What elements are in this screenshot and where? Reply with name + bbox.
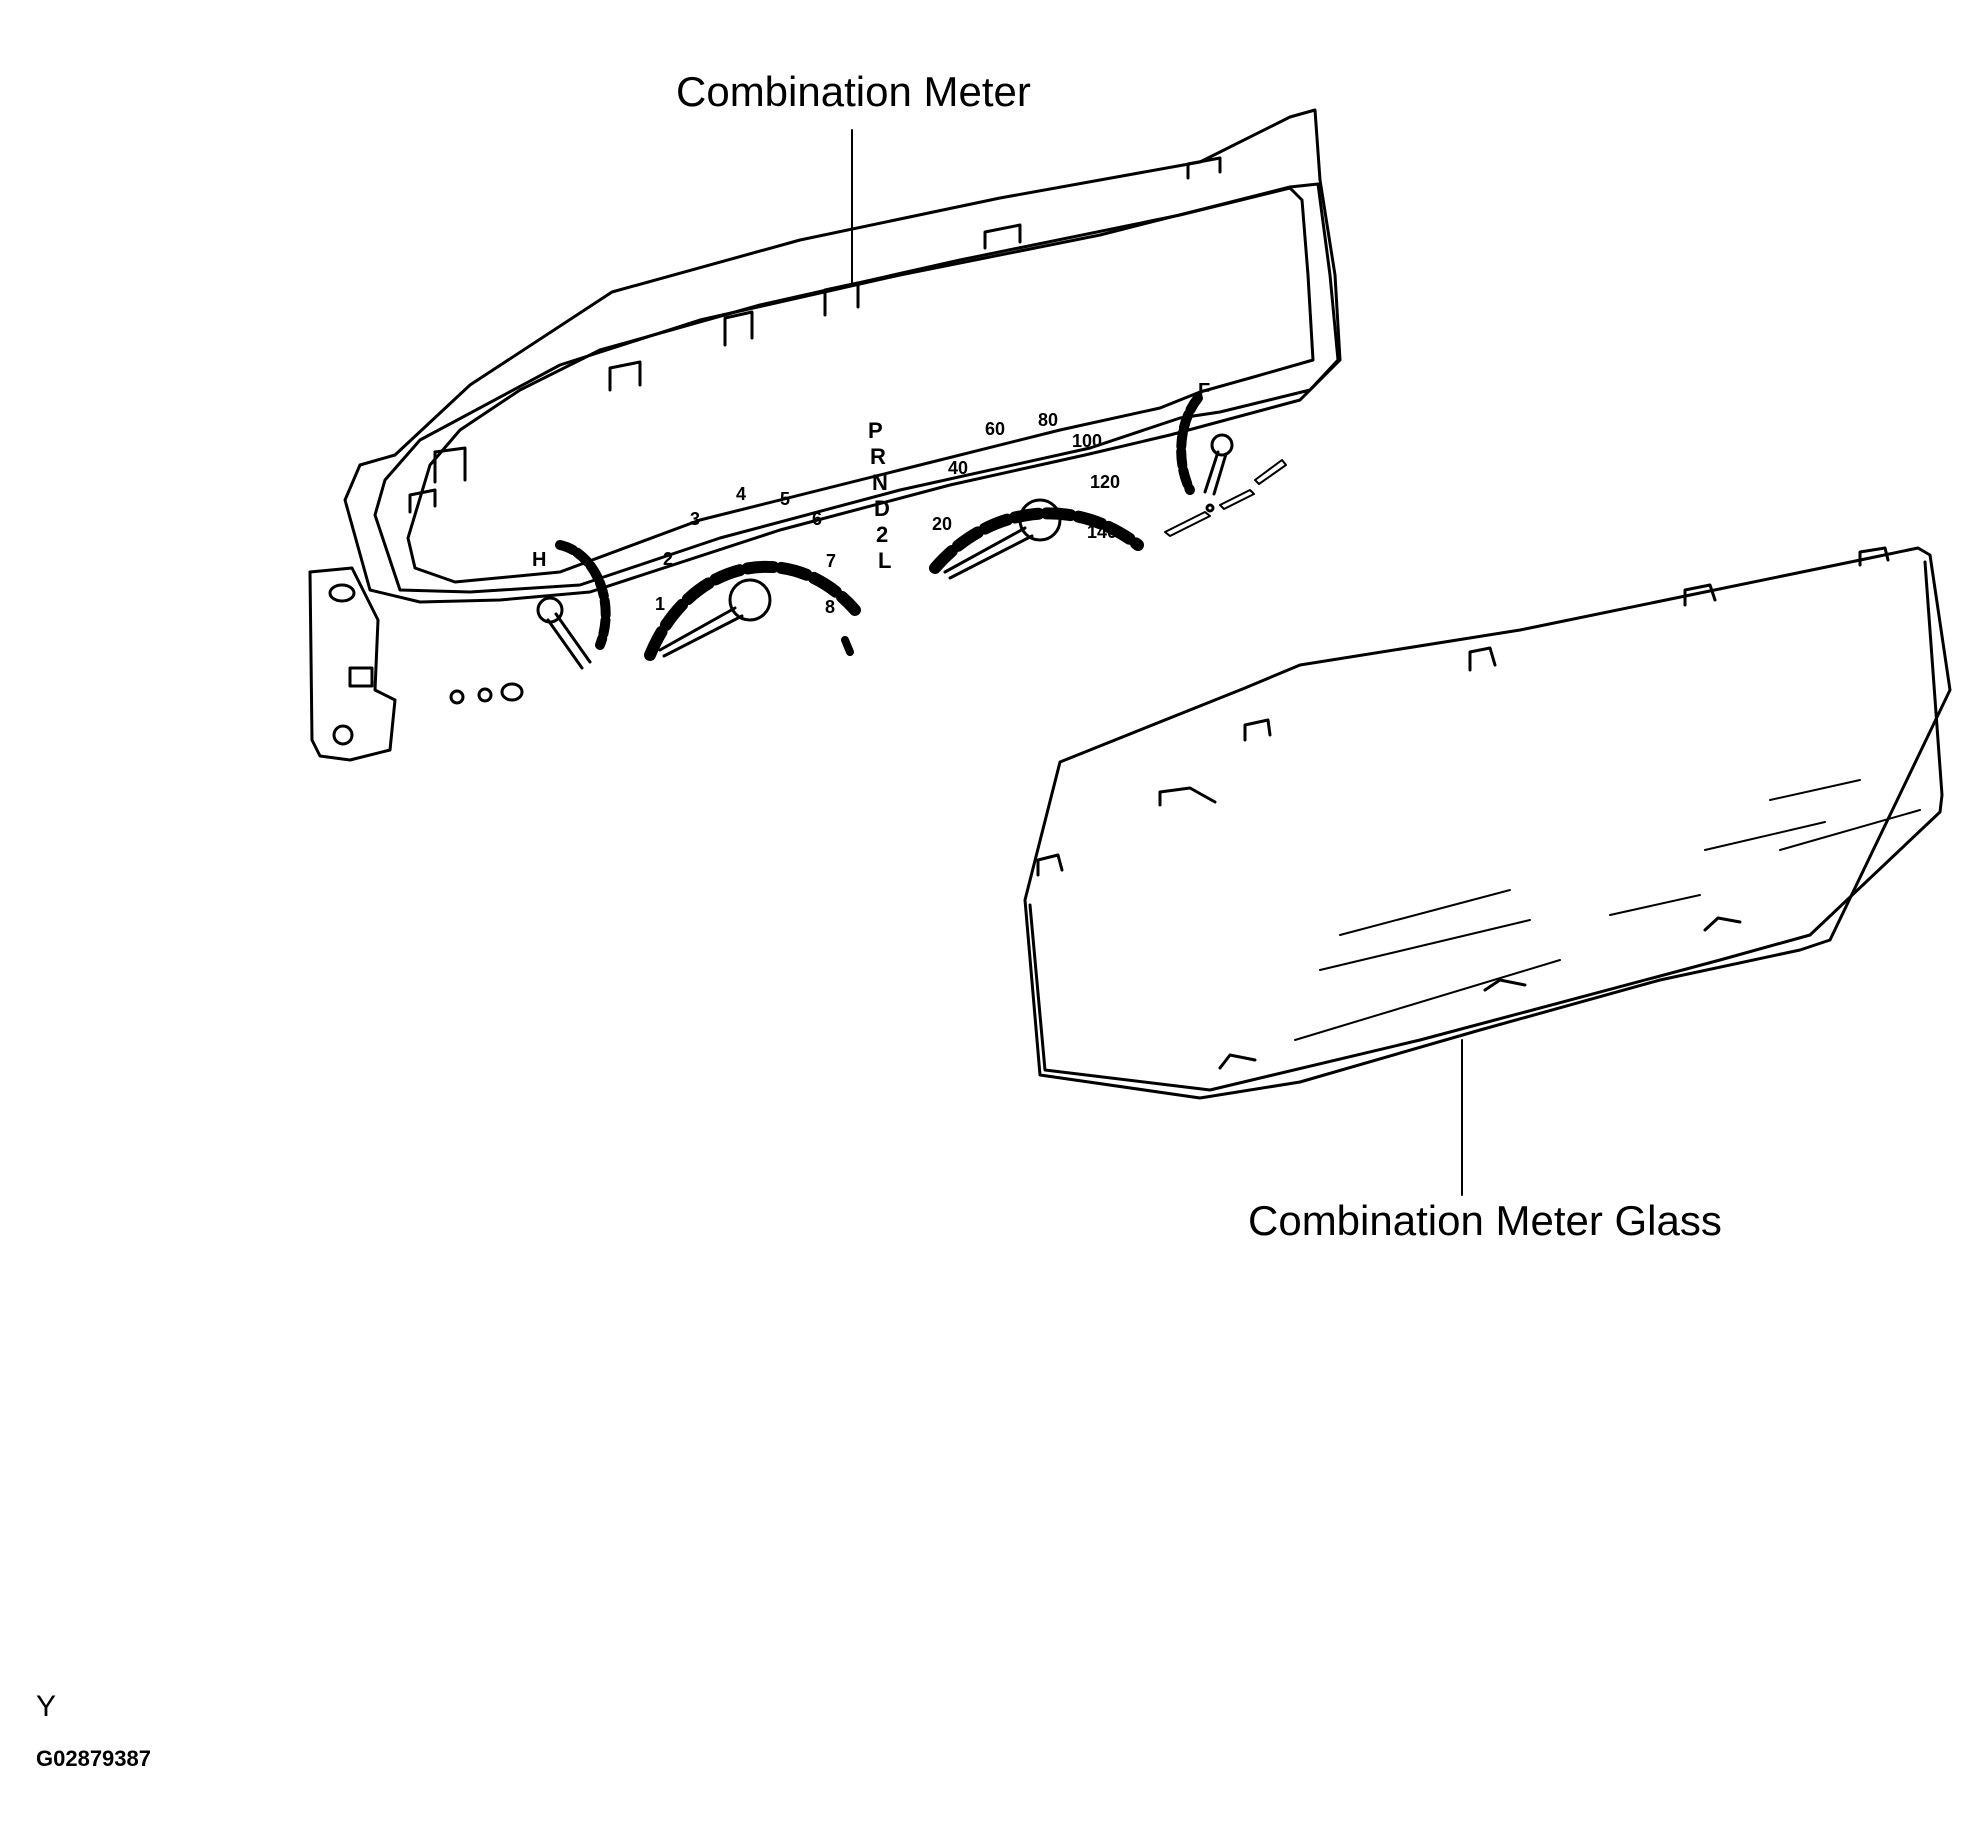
shift-letter: D <box>874 496 890 521</box>
tach-tick: 2 <box>663 549 673 569</box>
combination-meter-glass <box>1023 546 1952 1100</box>
shift-letter: L <box>878 548 891 573</box>
speedo-tick: 60 <box>985 419 1005 439</box>
temperature-gauge <box>536 540 611 670</box>
temp-mark-H: H <box>532 549 546 571</box>
tach-tick-labels: 1 2 3 4 5 6 7 8 <box>655 484 836 617</box>
speedo-tick: 100 <box>1072 431 1102 451</box>
tach-tick: 7 <box>826 551 836 571</box>
speedo-tick: 40 <box>948 458 968 478</box>
figure-id: G02879387 <box>36 1746 151 1771</box>
fuel-mark-F: F <box>1198 380 1210 402</box>
tach-tick: 3 <box>690 509 700 529</box>
tach-tick: 5 <box>780 489 790 509</box>
speedo-tick: 80 <box>1038 410 1058 430</box>
combination-meter-label: Combination Meter <box>676 68 1031 115</box>
tach-tick: 4 <box>736 484 746 504</box>
tach-tick: 6 <box>812 509 822 529</box>
speedo-tick: 140 <box>1087 522 1117 542</box>
tachometer-gauge <box>644 560 861 661</box>
speedo-tick: 120 <box>1090 472 1120 492</box>
tach-tick: 1 <box>655 594 665 614</box>
tach-tick: 8 <box>825 597 835 617</box>
shift-letter: R <box>870 444 886 469</box>
speedometer-gauge <box>929 498 1144 580</box>
shift-letter: P <box>868 418 883 443</box>
speedo-tick: 20 <box>932 514 952 534</box>
shift-letter: N <box>872 470 888 495</box>
corner-letter: Y <box>36 1690 57 1723</box>
shift-letter: 2 <box>876 522 888 547</box>
speedo-tick-labels: 20 40 60 80 100 120 140 <box>932 410 1120 542</box>
shift-indicator: P R N D 2 L <box>868 418 891 573</box>
combination-meter-housing <box>308 108 1342 762</box>
fuel-gauge <box>1164 393 1287 537</box>
combination-meter-glass-label: Combination Meter Glass <box>1248 1197 1722 1244</box>
